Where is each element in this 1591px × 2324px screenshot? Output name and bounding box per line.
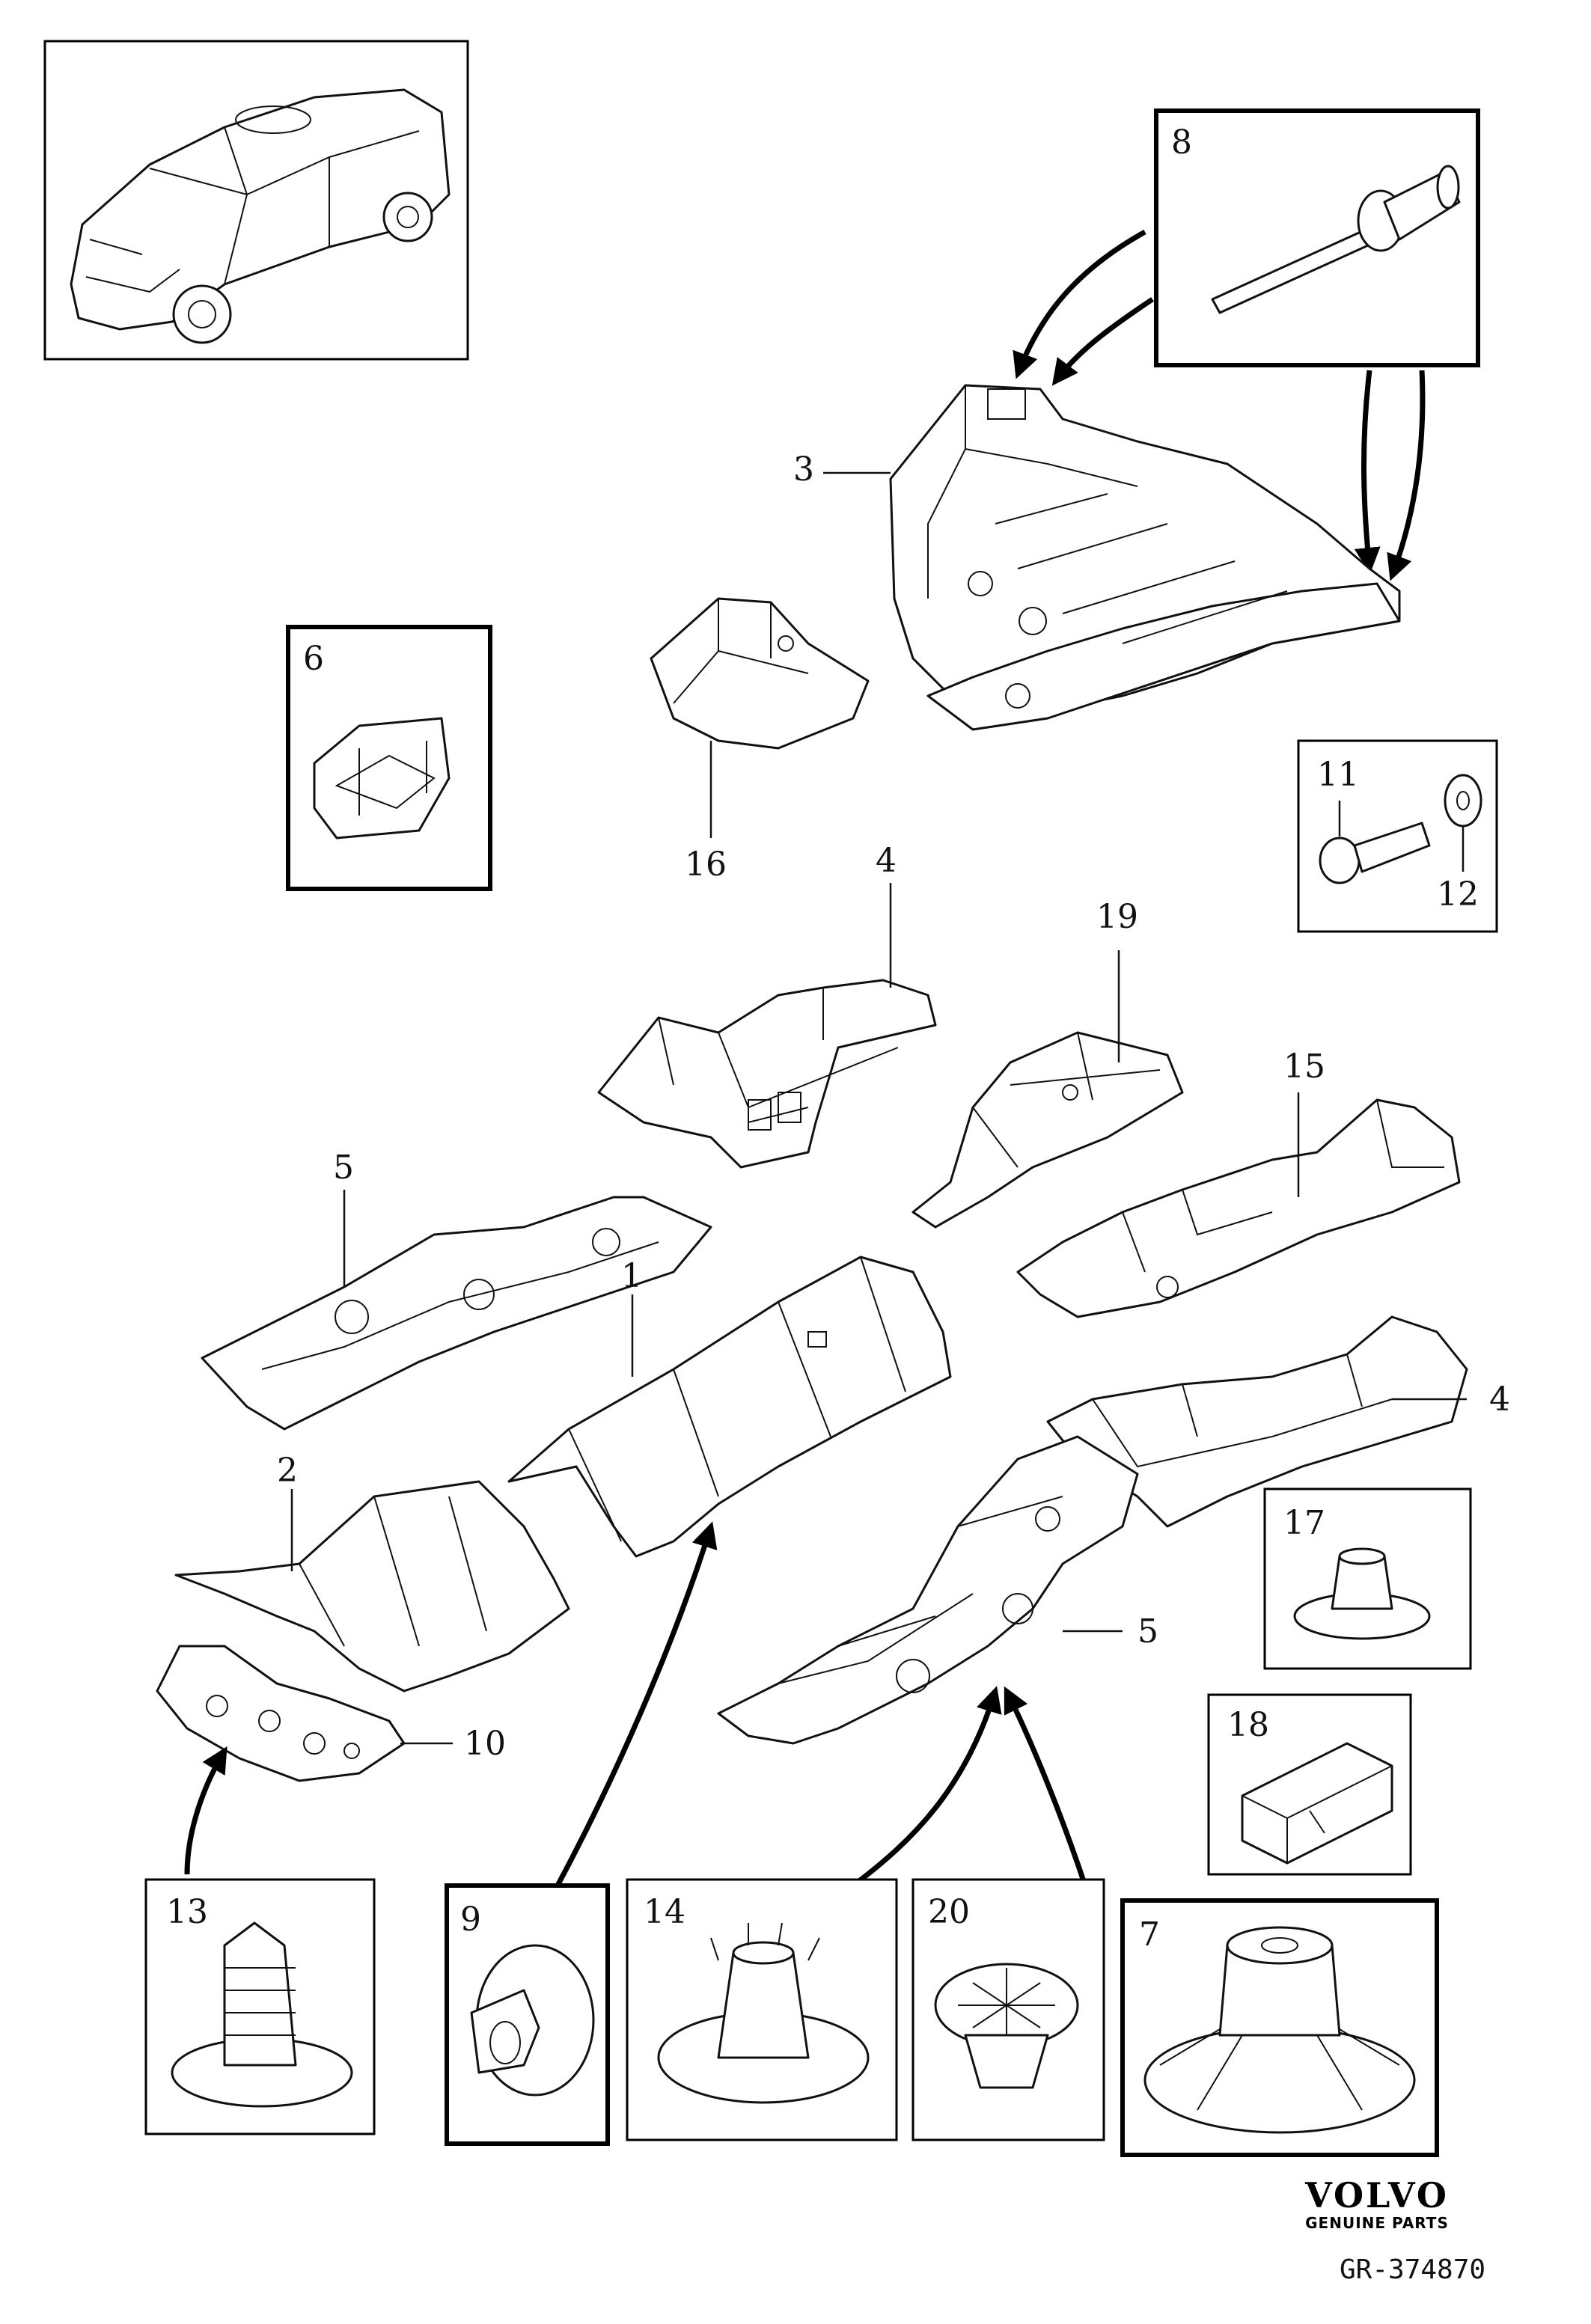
part-20-box: 20 [911,1878,1105,2141]
part-4-upper-panel [597,979,937,1169]
part-3-heat-shield [889,384,1401,731]
part-5-lower-panel [717,1435,1139,1745]
part-6-box: 6 [286,625,492,891]
callout-13: 13 [166,1893,208,1931]
callout-18: 18 [1227,1706,1269,1744]
callout-6: 6 [303,640,324,678]
part-2-shield [174,1480,570,1692]
callout-1: 1 [621,1257,642,1295]
part-9-box: 9 [445,1883,610,2146]
part-18-box: 18 [1207,1693,1412,1876]
part-17-box: 17 [1263,1487,1472,1670]
callout-17: 17 [1283,1504,1325,1542]
callout-15: 15 [1283,1048,1325,1086]
part-14-box: 14 [626,1878,898,2141]
part-16-shield [650,597,870,750]
part-10-shield [156,1645,406,1782]
part-4-lower-panel [1046,1315,1468,1528]
callout-11: 11 [1317,756,1359,794]
part-7-box: 7 [1120,1898,1439,2157]
diagram-reference-number: GR-374870 [1340,2254,1485,2285]
callout-5-left: 5 [333,1149,354,1187]
callout-5-lower: 5 [1137,1612,1158,1651]
callout-3: 3 [793,450,814,489]
part-13-box: 13 [144,1878,376,2135]
part-19-panel [911,1031,1184,1229]
callout-4-upper: 4 [876,842,897,880]
callout-8: 8 [1171,123,1192,162]
volvo-logo: VOLVO GENUINE PARTS [1304,2175,1449,2232]
callout-4-lower: 4 [1489,1380,1510,1419]
callout-14: 14 [644,1893,685,1931]
part-1-tunnel-shield [507,1256,952,1558]
part-8-box: 8 [1154,108,1480,367]
callout-12: 12 [1437,875,1479,914]
callout-19: 19 [1096,898,1138,936]
callout-20: 20 [928,1893,970,1931]
part-5-left-panel [201,1196,712,1431]
callout-2: 2 [277,1452,298,1490]
brand-subtitle: GENUINE PARTS [1305,2214,1449,2232]
vehicle-overview-inset [43,40,469,361]
callout-16: 16 [685,845,727,884]
part-15-heat-shield [1016,1098,1461,1318]
part-11-12-box: 11 12 [1297,739,1498,933]
callout-9: 9 [460,1901,481,1939]
callout-10: 10 [464,1725,506,1763]
brand-name: VOLVO [1304,2175,1449,2216]
callout-7: 7 [1139,1915,1160,1954]
